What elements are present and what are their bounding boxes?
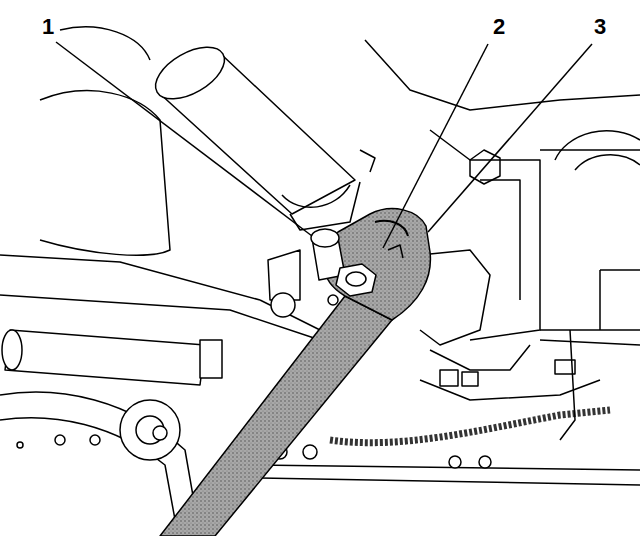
callout-number: 3 bbox=[592, 16, 608, 38]
callout-number: 1 bbox=[40, 16, 56, 38]
callout-number: 2 bbox=[491, 16, 507, 38]
